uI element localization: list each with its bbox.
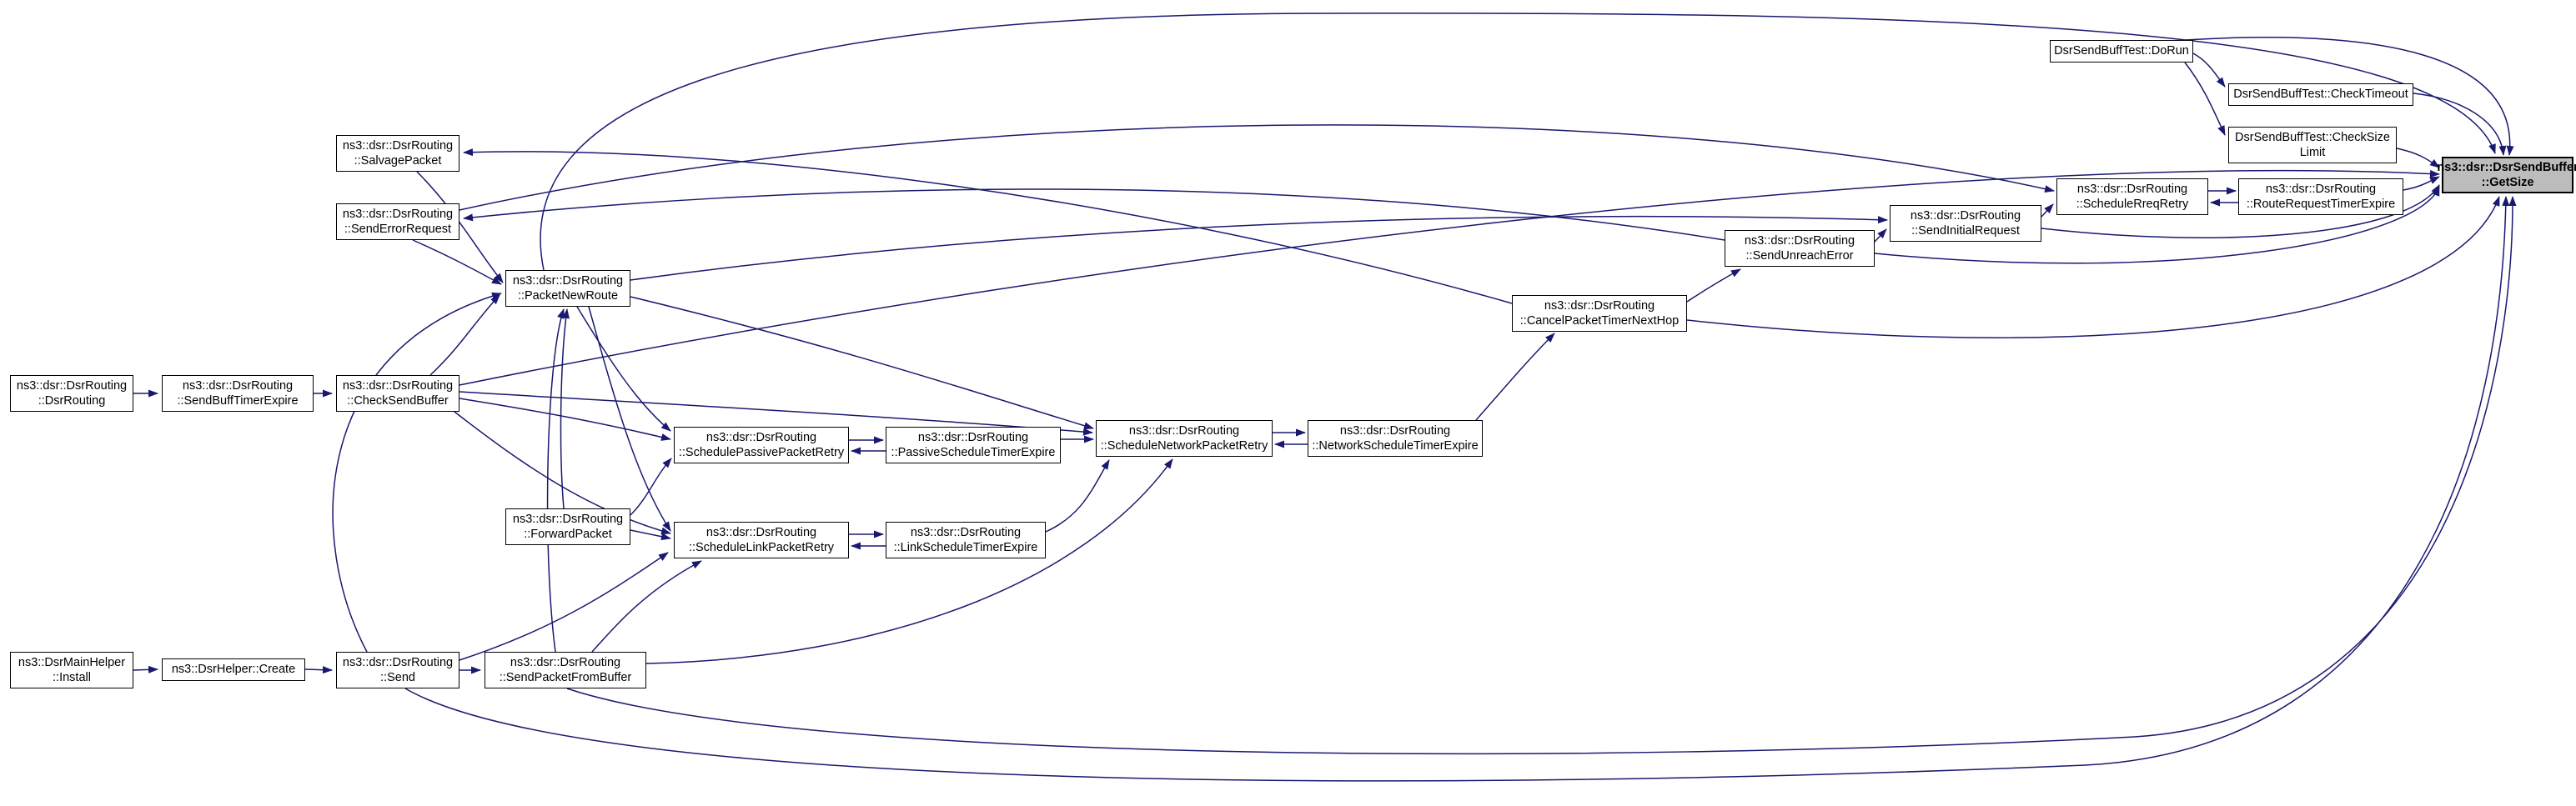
edge-cancelnexthop-salvage [463, 148, 1513, 304]
edge-create-send [304, 666, 333, 674]
edge-sendfrombuffer-packetnewroute [546, 308, 565, 653]
node-schednetwork[interactable]: ns3::dsr::DsrRouting ::ScheduleNetworkPa… [1096, 420, 1273, 457]
edge-send-getsize [404, 196, 2510, 782]
edge-checksizelimit-getsize [2396, 148, 2440, 168]
edge-salvage-packetnewroute [416, 171, 504, 283]
node-sendbufftimer[interactable]: ns3::dsr::DsrRouting ::SendBuffTimerExpi… [162, 375, 314, 412]
edge-forwardpacket-schedlink [630, 529, 671, 541]
node-routereqexpire[interactable]: ns3::dsr::DsrRouting ::RouteRequestTimer… [2238, 178, 2403, 215]
node-forwardpacket[interactable]: ns3::dsr::DsrRouting ::ForwardPacket [505, 508, 630, 545]
node-sendunreach[interactable]: ns3::dsr::DsrRouting ::SendUnreachError [1725, 230, 1875, 267]
edge-checksendbuffer-schedlink [454, 411, 671, 535]
edge-cancelnexthop-getsize [1686, 196, 2500, 338]
edge-checktimeout-getsize [2413, 93, 2507, 156]
edge-networkexpire-cancelnexthop [1475, 333, 1555, 421]
node-schedlink[interactable]: ns3::dsr::DsrRouting ::ScheduleLinkPacke… [674, 522, 849, 558]
node-sendinitial[interactable]: ns3::dsr::DsrRouting ::SendInitialReques… [1890, 205, 2041, 242]
edge-install-create [133, 665, 158, 673]
edge-senderror-schedulerreq [459, 124, 2055, 211]
node-send[interactable]: ns3::dsr::DsrRouting ::Send [336, 652, 459, 688]
node-cancelnexthop[interactable]: ns3::dsr::DsrRouting ::CancelPacketTimer… [1512, 295, 1687, 332]
node-passiveexpire[interactable]: ns3::dsr::DsrRouting ::PassiveScheduleTi… [886, 427, 1061, 463]
edge-packetnewroute-sendinitial [630, 215, 1888, 281]
node-salvage[interactable]: ns3::dsr::DsrRouting ::SalvagePacket [336, 135, 459, 172]
edge-checksendbuffer-getsize [459, 169, 2440, 386]
edge-packetnewroute-getsize [540, 13, 2496, 271]
node-getsize[interactable]: ns3::dsr::DsrSendBuffer ::GetSize [2437, 157, 2576, 193]
edge-send-packetnewroute [332, 292, 502, 653]
node-linkexpire[interactable]: ns3::dsr::DsrRouting ::LinkScheduleTimer… [886, 522, 1046, 558]
edge-dorun-getsize [2184, 37, 2514, 156]
edge-forwardpacket-schedpassive [630, 458, 672, 516]
edge-checksendbuffer-schedpassive [459, 398, 671, 441]
node-checksizelimit[interactable]: DsrSendBuffTest::CheckSize Limit [2228, 127, 2397, 163]
node-senderror[interactable]: ns3::dsr::DsrRouting ::SendErrorRequest [336, 203, 459, 240]
node-schedpassive[interactable]: ns3::dsr::DsrRouting ::SchedulePassivePa… [674, 427, 849, 463]
node-dsrrouting[interactable]: ns3::dsr::DsrRouting ::DsrRouting [10, 375, 133, 412]
edge-checksendbuffer-packetnewroute [429, 294, 500, 376]
edge-sendinitial-getsize [2041, 184, 2440, 238]
edge-routereqexpire-getsize [2403, 176, 2440, 191]
edge-sendunreach-senderror [463, 188, 1725, 241]
edge-dorun-checksizelimit [2184, 62, 2226, 136]
edge-senderror-packetnewroute [412, 239, 502, 285]
node-networkexpire[interactable]: ns3::dsr::DsrRouting ::NetworkScheduleTi… [1308, 420, 1483, 457]
edge-sendunreach-getsize [1874, 186, 2440, 264]
edge-forwardpacket-packetnewroute [560, 308, 570, 509]
edge-packetnewroute-schednetwork [630, 296, 1094, 430]
node-create[interactable]: ns3::DsrHelper::Create [162, 658, 305, 681]
edge-checksendbuffer-schednetwork [459, 391, 1093, 436]
node-schedulerreq[interactable]: ns3::dsr::DsrRouting ::ScheduleRreqRetry [2056, 178, 2208, 215]
edge-sendfrombuffer-schednetwork [645, 458, 1173, 664]
node-packetnewroute[interactable]: ns3::dsr::DsrRouting ::PacketNewRoute [505, 270, 630, 307]
node-checksendbuffer[interactable]: ns3::dsr::DsrRouting ::CheckSendBuffer [336, 375, 459, 412]
node-sendfrombuffer[interactable]: ns3::dsr::DsrRouting ::SendPacketFromBuf… [485, 652, 646, 688]
edge-linkexpire-schednetwork [1045, 459, 1110, 533]
edge-dorun-checktimeout [2192, 53, 2226, 88]
node-install[interactable]: ns3::DsrMainHelper ::Install [10, 652, 133, 688]
edge-sendinitial-schedulerreq [2041, 203, 2054, 218]
edge-packetnewroute-schedpassive [576, 306, 671, 432]
edge-packetnewroute-schedlink [588, 306, 671, 532]
node-dorun[interactable]: DsrSendBuffTest::DoRun [2050, 40, 2193, 63]
edge-send-schedlink [459, 552, 669, 661]
edge-cancelnexthop-sendunreach [1686, 268, 1741, 303]
node-checktimeout[interactable]: DsrSendBuffTest::CheckTimeout [2228, 83, 2413, 106]
edge-sendfrombuffer-getsize [566, 196, 2517, 755]
edge-sendunreach-sendinitial [1874, 228, 1887, 243]
edge-sendfrombuffer-schedlink [591, 560, 702, 653]
